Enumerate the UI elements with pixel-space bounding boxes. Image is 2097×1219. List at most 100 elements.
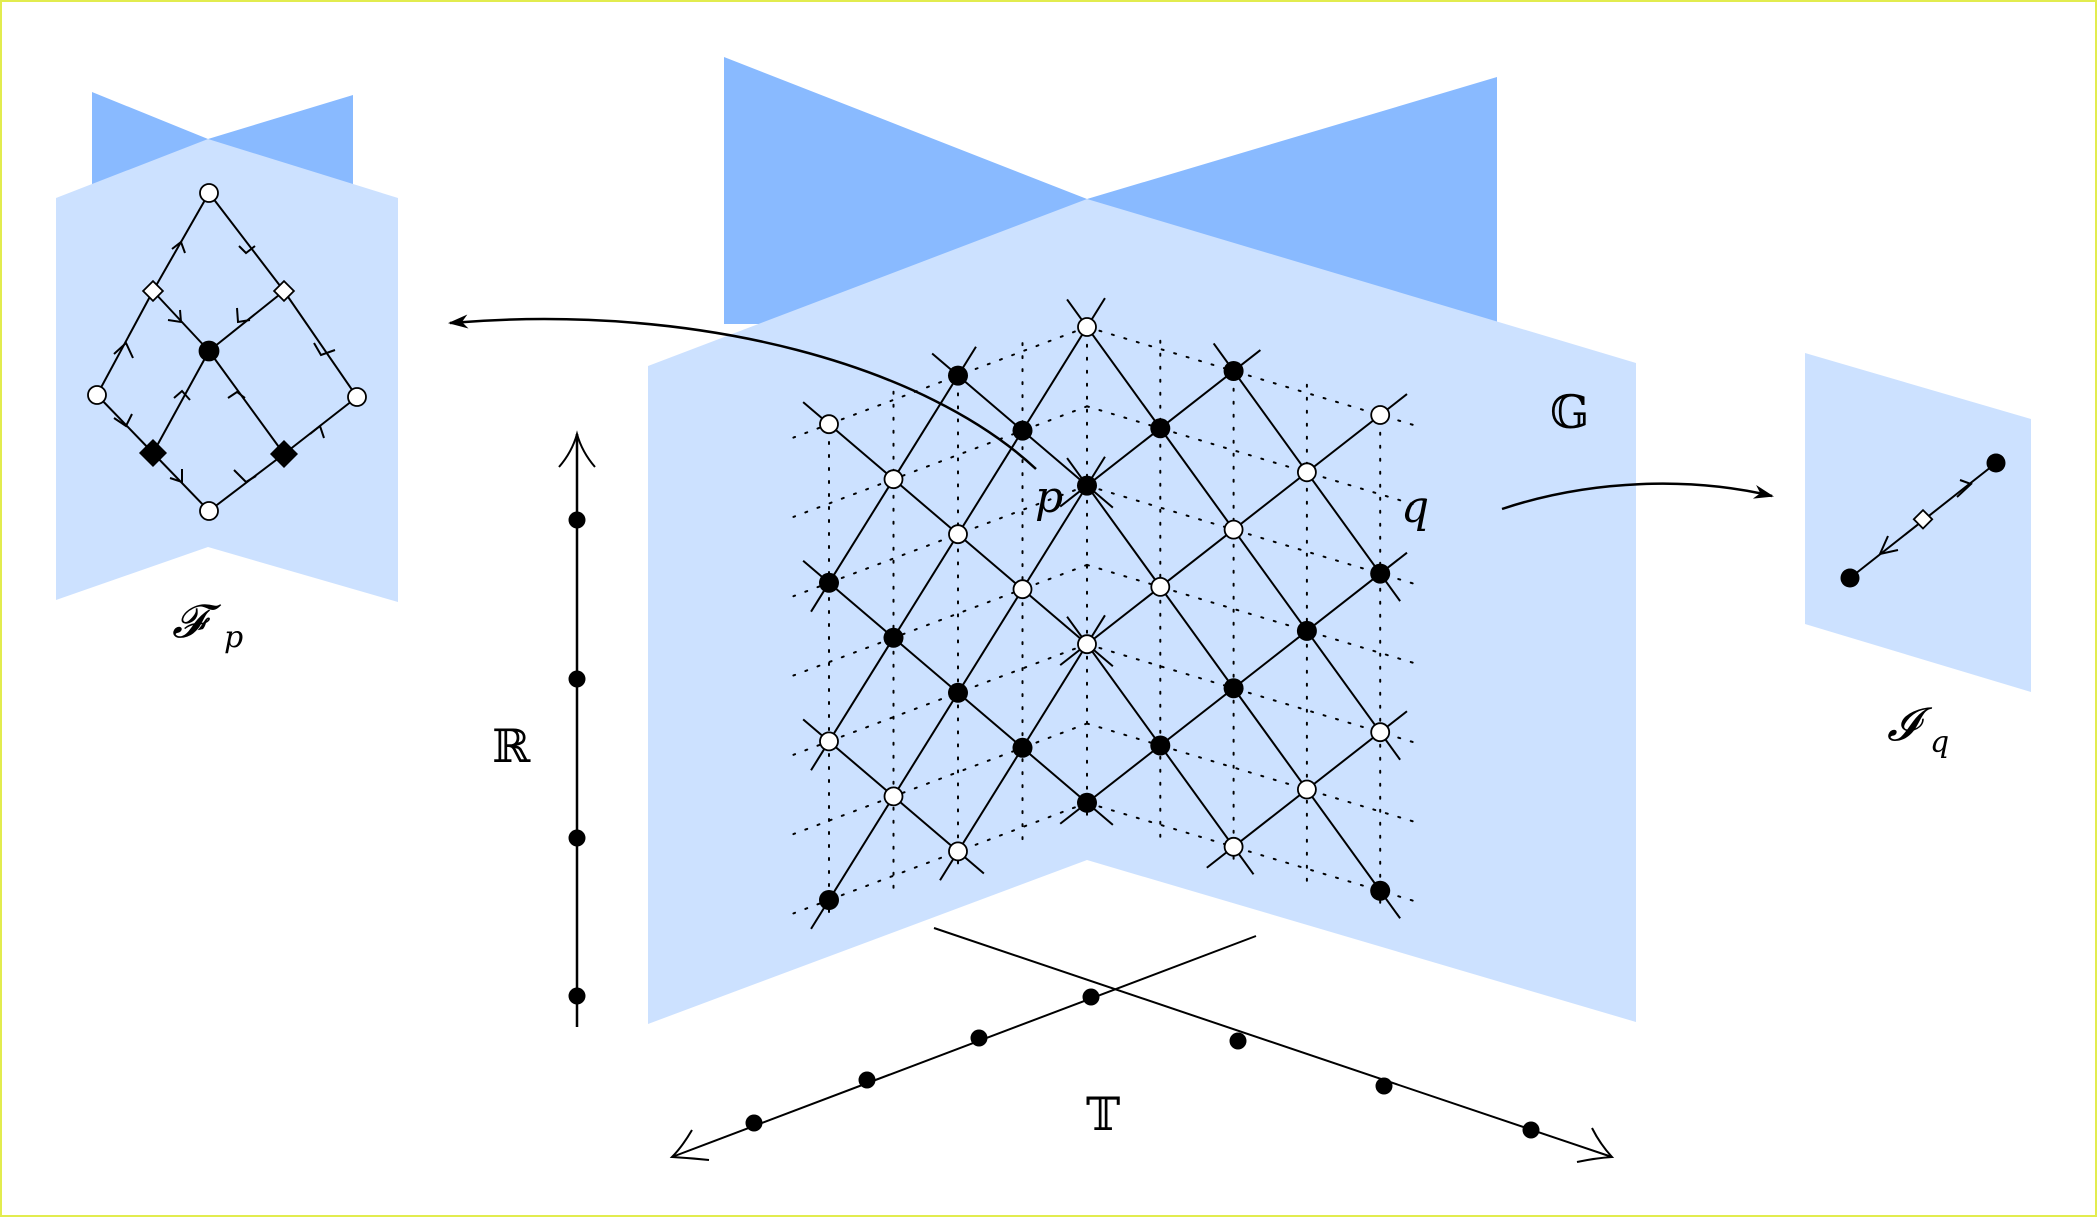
fiber-edge-arrow bbox=[171, 240, 186, 254]
reals-axis bbox=[558, 430, 596, 1027]
time-axis-right-line bbox=[933, 927, 1613, 1158]
fiber-edge-arrow bbox=[236, 307, 251, 324]
time-axis-node bbox=[970, 1029, 988, 1047]
grid-node bbox=[1012, 579, 1033, 600]
grid-node bbox=[819, 414, 839, 435]
time-axis-node bbox=[1375, 1077, 1393, 1095]
grid-node bbox=[1297, 462, 1317, 483]
point-p-label: p bbox=[1035, 472, 1063, 523]
fiber-label-subscript: p bbox=[224, 620, 243, 655]
front-plane bbox=[648, 199, 1636, 1024]
fiber-edge bbox=[283, 290, 358, 398]
grid-node bbox=[1150, 418, 1171, 439]
reals-axis-node bbox=[568, 987, 586, 1005]
fiber-edge bbox=[96, 394, 154, 454]
grid-node bbox=[1297, 779, 1317, 800]
time-axis-right-arrowhead bbox=[1576, 1127, 1615, 1163]
fiber-edge bbox=[152, 350, 210, 454]
fiber-node bbox=[272, 279, 296, 303]
fiber-node bbox=[347, 387, 367, 407]
fiber-planes bbox=[56, 92, 398, 602]
grid-node bbox=[1150, 735, 1171, 756]
fiber-edge-arrow bbox=[227, 390, 246, 399]
grid-node bbox=[1077, 792, 1097, 813]
grid-dotted-row bbox=[792, 722, 1088, 836]
grid-node bbox=[819, 731, 839, 752]
fiber-edge-arrow bbox=[113, 341, 134, 359]
reals-axis-node bbox=[568, 829, 586, 847]
time-axis-node bbox=[1522, 1121, 1540, 1139]
grid-dotted-row bbox=[1086, 484, 1418, 586]
fiber-nodes bbox=[87, 183, 367, 521]
interval-graph bbox=[1840, 453, 2006, 588]
grid-node bbox=[819, 890, 839, 910]
fiber-node bbox=[141, 279, 165, 303]
fiber-edge-arrow bbox=[167, 309, 183, 324]
grid-node bbox=[1012, 737, 1033, 758]
interval-edge-arrow bbox=[1956, 479, 1973, 498]
back-plane bbox=[724, 57, 1497, 324]
interval-node bbox=[1840, 568, 1860, 588]
fiber-edge bbox=[208, 192, 285, 292]
grid-node bbox=[1012, 420, 1033, 441]
arrow-to-fiber bbox=[448, 314, 1037, 470]
grid-dotted-row bbox=[1086, 643, 1418, 745]
time-axis-left-line bbox=[671, 935, 1257, 1158]
grid-node bbox=[1370, 722, 1391, 743]
reals-label: ℝ bbox=[492, 719, 531, 773]
fiber-edge-arrow bbox=[113, 413, 133, 428]
grid-node bbox=[948, 841, 968, 862]
grid-node bbox=[1077, 317, 1097, 337]
grid-node bbox=[883, 469, 904, 490]
grid-node bbox=[1223, 519, 1244, 540]
grid-dotted-row bbox=[1086, 405, 1418, 507]
fiber-node-center bbox=[198, 340, 220, 362]
grid-dotted-row bbox=[792, 484, 1088, 598]
grid-node bbox=[1296, 620, 1317, 641]
grid-node bbox=[1223, 678, 1244, 699]
grid-node bbox=[1370, 405, 1391, 425]
grid-node bbox=[1223, 361, 1244, 381]
fiber-edge bbox=[208, 350, 285, 455]
time-axis-node bbox=[1229, 1032, 1247, 1050]
grid-node bbox=[948, 682, 968, 703]
grid-dotted-row bbox=[792, 643, 1088, 756]
grid-node bbox=[1077, 475, 1097, 496]
interval-label-subscript: q bbox=[1930, 725, 1949, 760]
fiber-edge-arrows bbox=[113, 240, 336, 484]
fiber-label: 𝓕 p bbox=[172, 594, 243, 655]
grid-node bbox=[1370, 563, 1391, 584]
fiber-node bbox=[138, 438, 168, 468]
central-planes bbox=[648, 57, 1636, 1024]
time-axis-left-arrowhead bbox=[669, 1129, 710, 1161]
grid-node bbox=[948, 524, 968, 545]
time-label: 𝕋 bbox=[1086, 1087, 1120, 1141]
interval-edge-arrow bbox=[1878, 535, 1899, 556]
reals-axis-node bbox=[568, 511, 586, 529]
fiber-edge-arrow bbox=[169, 469, 183, 484]
fiber-edge-arrow bbox=[313, 342, 336, 357]
time-axis-origin-node bbox=[1082, 988, 1100, 1006]
time-axes bbox=[669, 927, 1615, 1163]
fiber-edge-arrow bbox=[233, 469, 257, 484]
grid-dotted-row bbox=[792, 326, 1088, 439]
grid-node bbox=[1150, 577, 1171, 597]
fiber-node bbox=[269, 439, 299, 469]
grid-node bbox=[948, 365, 968, 386]
grid-node bbox=[883, 786, 904, 807]
grid-dotted-row bbox=[1086, 801, 1418, 903]
grid-dotted-row bbox=[1086, 563, 1418, 665]
fiber-edge-arrow bbox=[173, 389, 191, 401]
grid-node bbox=[883, 627, 904, 648]
time-axis-node bbox=[858, 1071, 876, 1089]
interval-label: 𝓘 q bbox=[1887, 697, 1949, 760]
fiber-front-plane bbox=[56, 139, 398, 602]
reals-axis-arrowhead bbox=[558, 430, 596, 468]
grid-nodes bbox=[819, 317, 1391, 910]
fiber-edge-arrow bbox=[238, 245, 256, 255]
fiber-node-bottom bbox=[199, 501, 219, 521]
reals-axis-node bbox=[568, 670, 586, 688]
fiber-edge-arrow bbox=[309, 424, 325, 439]
arrow-to-interval bbox=[1501, 482, 1774, 511]
